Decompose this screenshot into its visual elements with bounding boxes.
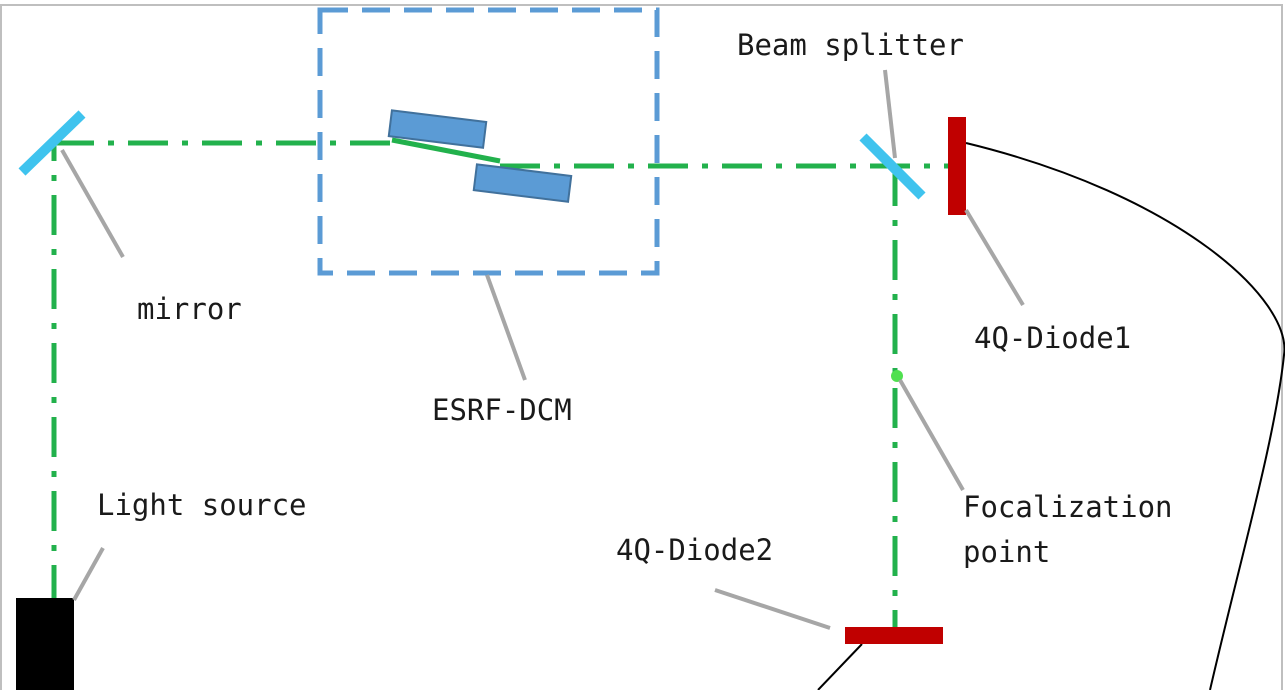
focal-point	[891, 370, 903, 382]
mirror	[18, 110, 86, 176]
leader-diode1	[964, 208, 1025, 307]
label-focalization-1: Focalization	[963, 490, 1173, 524]
diode2	[845, 627, 943, 644]
dcm-crystals	[387, 109, 573, 203]
dcm-box	[317, 7, 660, 276]
dcm-crystal-1	[387, 109, 488, 149]
beam-splitter	[859, 133, 926, 200]
leader-dcm	[485, 274, 527, 381]
label-esrf-dcm: ESRF-DCM	[432, 393, 572, 427]
beam-path	[51, 137, 950, 628]
label-beam-splitter: Beam splitter	[737, 28, 964, 62]
leader-diode2	[714, 588, 831, 630]
leader-beam-splitter	[883, 69, 897, 159]
beam-inside-dcm	[391, 137, 501, 164]
label-mirror: mirror	[137, 292, 242, 326]
label-light-source: Light source	[97, 488, 307, 522]
diode-cable	[965, 142, 1285, 690]
dcm-crystal-2	[472, 163, 573, 203]
diode1	[948, 117, 966, 215]
leader-lines	[60, 69, 1025, 630]
leader-focal-point	[898, 379, 965, 491]
label-focalization-2: point	[963, 535, 1050, 569]
leader-light-source	[72, 547, 105, 601]
light-source	[16, 598, 74, 690]
diode2-cable	[817, 643, 863, 690]
label-diode2: 4Q-Diode2	[616, 533, 773, 567]
label-diode1: 4Q-Diode1	[974, 321, 1131, 355]
leader-mirror	[60, 149, 125, 258]
diagram-frame	[0, 4, 1283, 690]
